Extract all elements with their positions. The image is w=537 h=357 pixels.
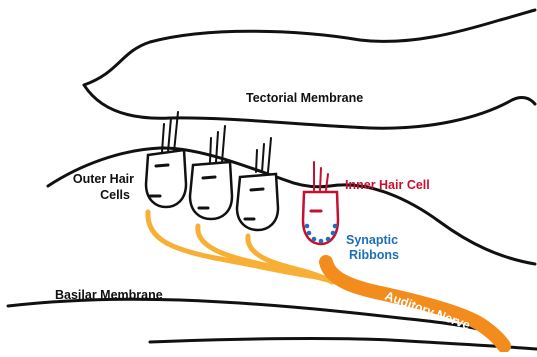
inner-hair-cell-label: Inner Hair Cell [345, 178, 430, 192]
cuticular-plate [156, 165, 168, 166]
outer-hair-cell-3 [237, 138, 278, 230]
reticular-lamina-line [48, 148, 535, 264]
basilar-membrane-label: Basilar Membrane [55, 288, 163, 302]
outer-hair-cell-2 [190, 126, 232, 219]
cell-body [190, 162, 232, 219]
cuticular-plate [251, 189, 263, 190]
synaptic-ribbons-label-line1: Synaptic [346, 233, 398, 247]
outer-hair-cells-label-line2: Cells [100, 188, 130, 202]
inner-hair-cell [303, 162, 338, 244]
cuticular-plate [203, 177, 215, 178]
outer-hair-cells-label-line1: Outer Hair [73, 172, 134, 186]
outer-hair-cell-1 [146, 112, 186, 207]
tectorial-membrane-label: Tectorial Membrane [246, 91, 363, 105]
tectorial-membrane-upper-outline [84, 10, 535, 85]
cell-body [237, 174, 278, 230]
cell-body [303, 192, 338, 244]
cell-body [146, 150, 186, 207]
synaptic-ribbons-label-line2: Ribbons [349, 248, 399, 262]
stereocilia-bundle [256, 138, 271, 172]
lower-membrane-line [150, 339, 537, 349]
